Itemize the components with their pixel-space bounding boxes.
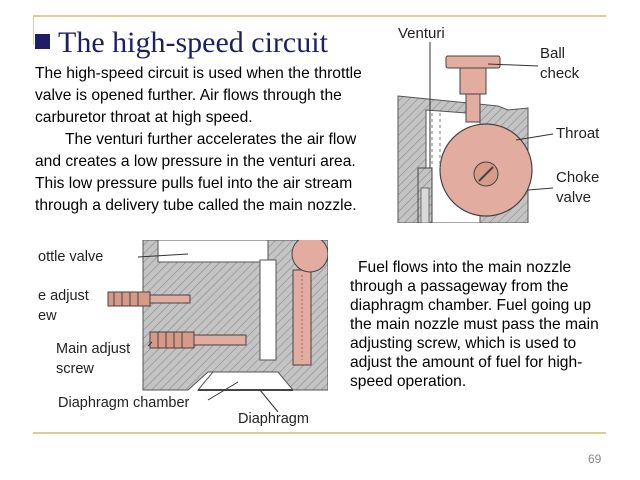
square-bullet-icon: [35, 34, 50, 49]
leader-ball-check: [487, 63, 539, 67]
label-throat: Throat: [556, 125, 600, 142]
page-number: 69: [588, 452, 602, 466]
label-screw: screw: [56, 361, 94, 377]
leader-throat: [515, 133, 554, 141]
main-nozzle-text-block: Fuel flows into the main nozzle through …: [350, 258, 610, 391]
paragraph-high-speed: The high-speed circuit is used when the …: [35, 65, 362, 126]
bottom-rule: [33, 432, 606, 434]
intro-text-block: The high-speed circuit is used when the …: [35, 63, 385, 217]
main-adjust-diagram: ottle valve e adjust ew Main adjust scre…: [38, 240, 328, 427]
paragraph-venturi: The venturi further accelerates the air …: [35, 131, 357, 214]
leader-diaphragm: [259, 389, 279, 413]
slide-title: The high-speed circuit: [35, 26, 328, 60]
label-diaphragm: Diaphragm: [238, 411, 309, 427]
top-rule: [33, 15, 606, 17]
label-throttle-valve: ottle valve: [38, 249, 103, 265]
label-adjust-partial: e adjust: [38, 288, 89, 304]
label-check: check: [540, 65, 580, 82]
label-venturi: Venturi: [398, 25, 445, 42]
label-choke: Choke: [556, 169, 599, 186]
label-valve: valve: [556, 189, 591, 206]
label-diaphragm-chamber: Diaphragm chamber: [58, 395, 190, 411]
leader-throttle-valve: [137, 253, 189, 258]
label-ew-partial: ew: [38, 308, 57, 324]
leader-choke-valve: [527, 187, 554, 191]
label-main-adjust: Main adjust: [56, 341, 130, 357]
leader-diaphragm-chamber: [207, 381, 239, 401]
left-accent-rule: [33, 15, 34, 45]
label-ball: Ball: [540, 45, 565, 62]
leader-main-adjust: [147, 341, 153, 347]
slide-title-text: The high-speed circuit: [58, 26, 328, 59]
paragraph-main-nozzle: Fuel flows into the main nozzle through …: [350, 259, 599, 390]
venturi-diagram: Venturi Ball check Throat Choke valve: [397, 25, 600, 223]
